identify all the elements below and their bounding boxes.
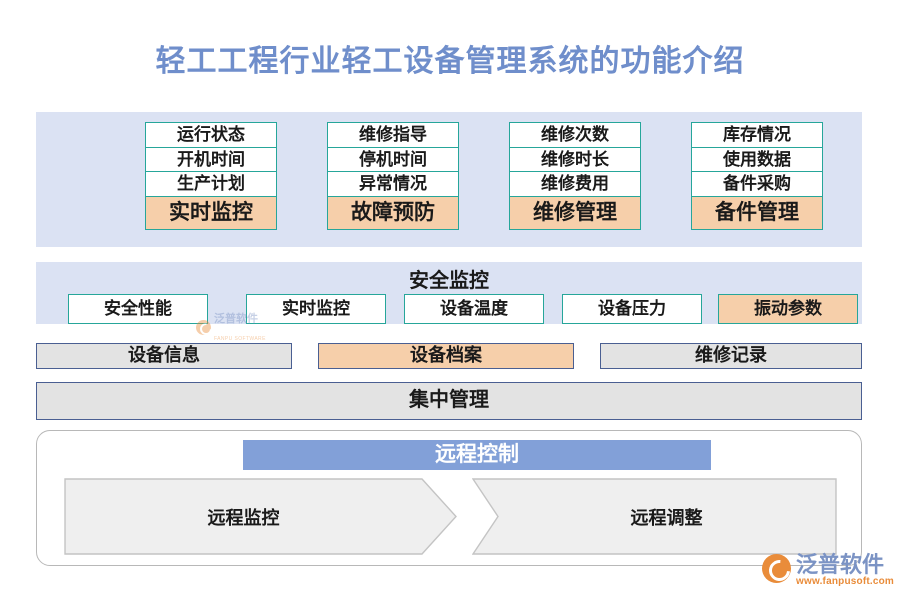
- top-function-panel: 运行状态 开机时间 生产计划 实时监控 维修指导 停机时间 异常情况 故障预防 …: [36, 112, 862, 247]
- safety-item-temperature[interactable]: 设备温度: [404, 294, 544, 324]
- record-item-device-info[interactable]: 设备信息: [36, 343, 292, 369]
- function-group-maintenance-management: 维修次数 维修时长 维修费用 维修管理: [509, 122, 641, 231]
- function-item[interactable]: 维修次数: [509, 122, 641, 148]
- function-item[interactable]: 维修指导: [327, 122, 459, 148]
- function-item[interactable]: 库存情况: [691, 122, 823, 148]
- function-group-realtime-monitoring: 运行状态 开机时间 生产计划 实时监控: [145, 122, 277, 231]
- brand-logo: 泛普软件 www.fanpusoft.com: [762, 553, 894, 587]
- fanpu-logo-icon: [762, 554, 791, 583]
- function-item[interactable]: 使用数据: [691, 146, 823, 173]
- record-item-device-archive[interactable]: 设备档案: [318, 343, 574, 369]
- page-title: 轻工工程行业轻工设备管理系统的功能介绍: [155, 45, 745, 78]
- remote-item-monitoring[interactable]: 远程监控: [64, 478, 457, 555]
- function-item[interactable]: 维修费用: [509, 171, 641, 198]
- safety-item-realtime-monitoring[interactable]: 实时监控: [246, 294, 386, 324]
- record-item-maintenance-log[interactable]: 维修记录: [600, 343, 862, 369]
- function-item[interactable]: 停机时间: [327, 146, 459, 173]
- remote-item-adjustment[interactable]: 远程调整: [472, 478, 837, 555]
- safety-item-vibration[interactable]: 振动参数: [718, 294, 858, 324]
- logo-url: www.fanpusoft.com: [796, 576, 895, 588]
- function-group-header[interactable]: 故障预防: [327, 196, 459, 231]
- function-item[interactable]: 维修时长: [509, 146, 641, 173]
- watermark-sub: FANPU SOFTWARE: [214, 336, 266, 342]
- function-group-spare-parts-management: 库存情况 使用数据 备件采购 备件管理: [691, 122, 823, 231]
- function-group-header[interactable]: 备件管理: [691, 196, 823, 231]
- function-item[interactable]: 生产计划: [145, 171, 277, 198]
- function-group-header[interactable]: 维修管理: [509, 196, 641, 231]
- function-item[interactable]: 运行状态: [145, 122, 277, 148]
- central-management-bar[interactable]: 集中管理: [36, 382, 862, 420]
- function-item[interactable]: 异常情况: [327, 171, 459, 198]
- function-group-fault-prevention: 维修指导 停机时间 异常情况 故障预防: [327, 122, 459, 231]
- safety-item-pressure[interactable]: 设备压力: [562, 294, 702, 324]
- chevron-right-shape-icon: [64, 478, 457, 555]
- safety-monitoring-title: 安全监控: [409, 270, 489, 292]
- chevron-notch-shape-icon: [472, 478, 837, 555]
- safety-item-performance[interactable]: 安全性能: [68, 294, 208, 324]
- remote-item-label: 远程调整: [630, 507, 703, 528]
- remote-control-header[interactable]: 远程控制: [243, 440, 711, 470]
- logo-brand-name: 泛普软件: [796, 552, 885, 577]
- function-item[interactable]: 开机时间: [145, 146, 277, 173]
- function-item[interactable]: 备件采购: [691, 171, 823, 198]
- remote-item-label: 远程监控: [207, 507, 280, 528]
- function-group-header[interactable]: 实时监控: [145, 196, 277, 231]
